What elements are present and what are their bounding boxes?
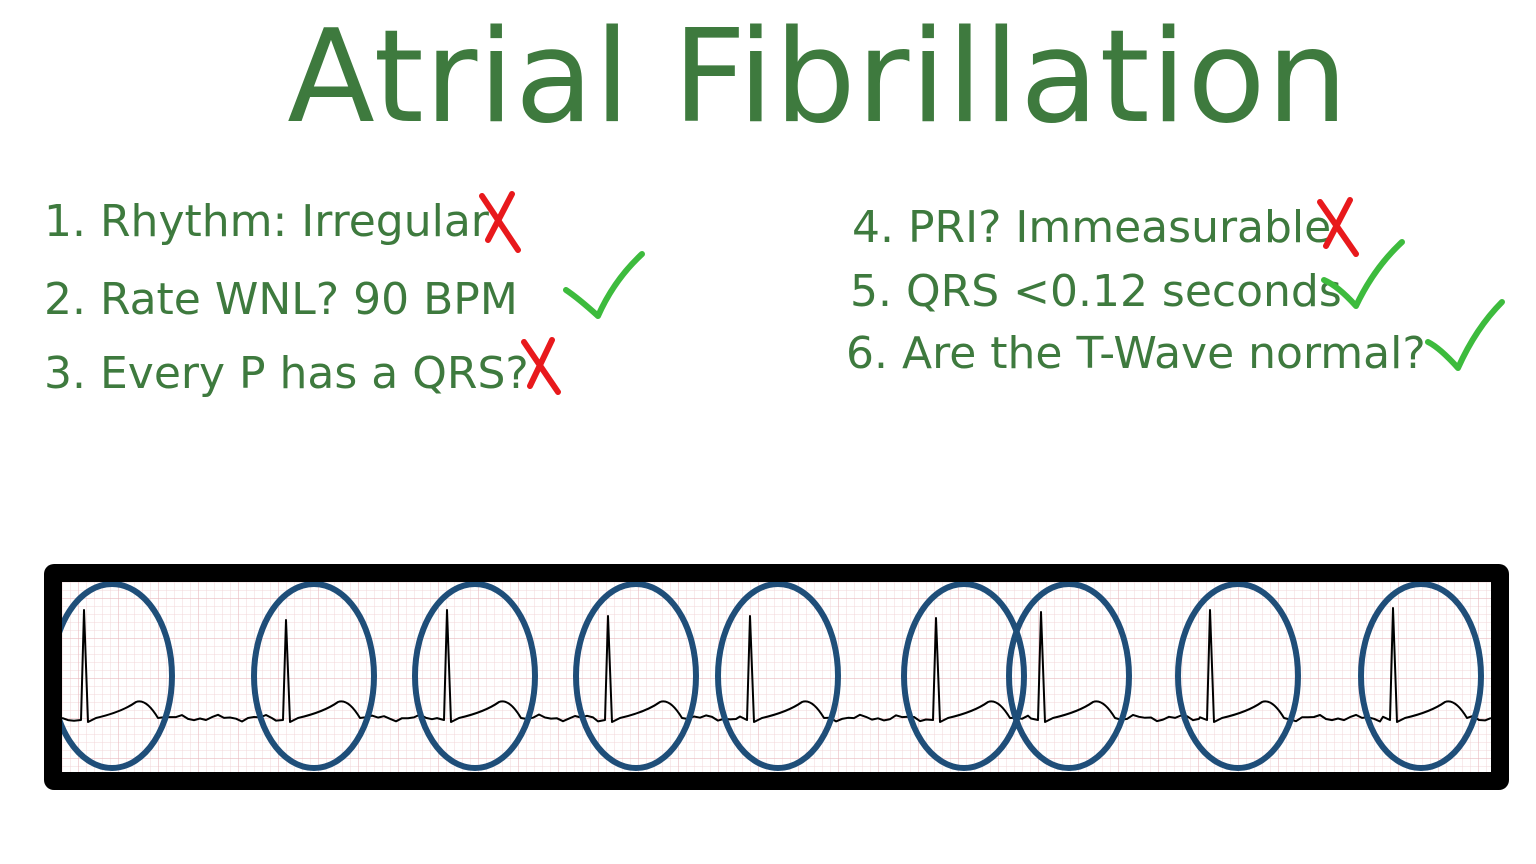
x-mark-icon [479, 191, 521, 253]
criterion-text: Rate WNL? 90 BPM [99, 274, 518, 325]
criterion-number: 6. [846, 328, 888, 379]
criterion-6: 6. Are the T-Wave normal? [846, 332, 1426, 376]
qrs-circle [412, 582, 538, 771]
criterion-text: QRS <0.12 seconds [905, 266, 1342, 317]
ecg-trace [62, 607, 1491, 723]
criterion-text: Are the T-Wave normal? [901, 328, 1426, 379]
criterion-text: PRI? Immeasurable [907, 202, 1332, 253]
criterion-number: 1. [44, 196, 86, 247]
criterion-4: 4. PRI? Immeasurable [852, 206, 1331, 250]
criterion-number: 5. [850, 266, 892, 317]
qrs-circle [1175, 582, 1301, 771]
criterion-number: 2. [44, 274, 86, 325]
criterion-number: 4. [852, 202, 894, 253]
criterion-number: 3. [44, 348, 86, 399]
x-mark-icon [521, 337, 561, 395]
check-mark-icon [1425, 299, 1505, 371]
ecg-rhythm-strip [44, 564, 1509, 790]
check-mark-icon [1321, 239, 1405, 309]
qrs-circle [62, 582, 175, 771]
criterion-5: 5. QRS <0.12 seconds [850, 270, 1342, 314]
qrs-circle [901, 582, 1027, 771]
criterion-text: Every P has a QRS? [99, 348, 529, 399]
qrs-circle [573, 582, 699, 771]
x-mark-icon [1317, 197, 1359, 257]
criterion-text: Rhythm: Irregular [99, 196, 489, 247]
check-mark-icon [563, 251, 645, 319]
criterion-1: 1. Rhythm: Irregular [44, 200, 489, 244]
criterion-2: 2. Rate WNL? 90 BPM [44, 278, 518, 322]
qrs-circle [715, 582, 841, 771]
criterion-3: 3. Every P has a QRS? [44, 352, 529, 396]
qrs-circle [1358, 582, 1484, 771]
qrs-circle [251, 582, 377, 771]
qrs-circle [1006, 582, 1132, 771]
page-title: Atrial Fibrillation [287, 3, 1349, 152]
